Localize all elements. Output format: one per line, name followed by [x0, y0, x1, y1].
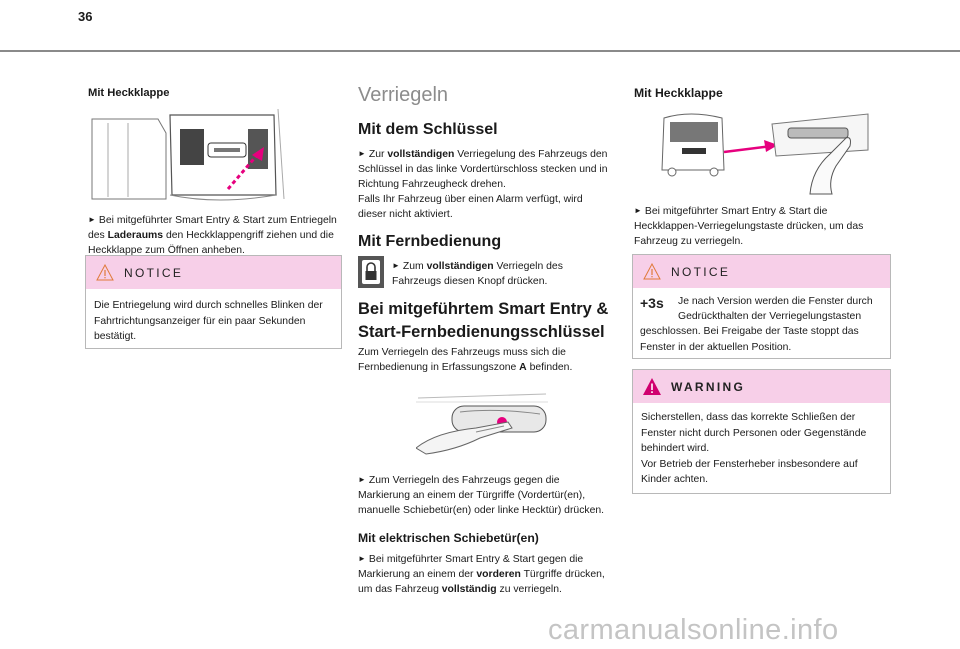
- tailgate-button-illustration: [660, 110, 870, 195]
- arrow-marker: ►: [358, 149, 366, 158]
- door-handle-illustration: [416, 392, 550, 456]
- notice-text-line1: Je nach Version werden die Fenster durch: [678, 296, 873, 307]
- notice-text-line2: Gedrückthalten der Verriegelungstasten: [678, 311, 862, 322]
- warning-paragraph: Vor Betrieb der Fensterheber insbesonder…: [641, 458, 858, 486]
- text-fragment: Bei mitgeführter Smart Entry & Start die…: [634, 206, 864, 247]
- text-bold: A: [519, 362, 527, 373]
- text-bold: Laderaums: [107, 230, 164, 241]
- text-fragment: Bei mitgeführter Smart Entry & Start zum…: [88, 215, 337, 241]
- remote-instruction: ►Zum vollständigen Verriegeln des Fahrze…: [392, 258, 607, 289]
- text-bold: vorderen: [476, 569, 521, 580]
- heading-line: Bei mitgeführtem Smart Entry &: [358, 300, 609, 318]
- key-instruction: ►Zur vollständigen Verriegelung des Fahr…: [358, 146, 610, 222]
- notice-header: NOTICE: [633, 255, 890, 288]
- arrow-marker: ►: [88, 215, 96, 224]
- key-note: Falls Ihr Fahrzeug über einen Alarm verf…: [358, 194, 583, 220]
- section-title-lock: Verriegeln: [358, 84, 449, 106]
- three-seconds-icon: +3s: [640, 295, 664, 311]
- notice-title: NOTICE: [671, 265, 731, 279]
- notice-box-left: NOTICE Die Entriegelung wird durch schne…: [85, 255, 342, 349]
- text-fragment: befinden.: [526, 362, 573, 373]
- notice-triangle-icon: [96, 264, 114, 281]
- header-rule: [0, 50, 960, 52]
- lock-button-icon: [358, 256, 384, 288]
- text-fragment: den Heckklappengriff ziehen und die Heck…: [88, 230, 334, 256]
- text-fragment: Bei mitgeführter Smart Entry & Start geg…: [358, 554, 584, 580]
- notice-text: Die Entriegelung wird durch schnelles Bl…: [94, 300, 323, 342]
- instruction-tailgate: ►Bei mitgeführter Smart Entry & Start zu…: [88, 212, 338, 258]
- text-fragment: Verriegeln des Fahrzeugs diesen Knopf dr…: [392, 261, 563, 287]
- warning-title: WARNING: [671, 380, 746, 394]
- notice-text-rest: geschlossen. Bei Freigabe der Taste stop…: [640, 326, 859, 353]
- text-bold: vollständigen: [387, 149, 455, 160]
- arrow-marker: ►: [634, 206, 642, 215]
- heading-smart-entry: Bei mitgeführtem Smart Entry & Start-Fer…: [358, 298, 608, 344]
- notice-triangle-icon: [643, 263, 661, 280]
- sliding-instruction: ►Bei mitgeführter Smart Entry & Start ge…: [358, 551, 613, 597]
- warning-header: WARNING: [633, 370, 890, 403]
- text-bold: vollständig: [441, 584, 497, 595]
- smart-instruction: ►Zum Verriegeln des Fahrzeugs gegen die …: [358, 472, 613, 518]
- footer-watermark: carmanualsonline.info: [548, 614, 839, 646]
- tailgate-lock-instruction: ►Bei mitgeführter Smart Entry & Start di…: [634, 203, 879, 249]
- section-heading-tailgate-lock: Mit Heckklappe: [634, 86, 723, 100]
- warning-text: Sicherstellen, dass das korrekte Schließ…: [641, 410, 881, 488]
- page-number: 36: [78, 9, 93, 24]
- tailgate-illustration: [88, 109, 288, 205]
- arrow-marker: ►: [358, 475, 366, 484]
- text-fragment: Zum Verriegeln des Fahrzeugs gegen die M…: [358, 475, 605, 516]
- text-fragment: Zum Verriegeln des Fahrzeugs muss sich d…: [358, 347, 566, 373]
- smart-intro: Zum Verriegeln des Fahrzeugs muss sich d…: [358, 345, 608, 375]
- heading-line: Start-Fernbedienungsschlüssel: [358, 323, 605, 341]
- warning-triangle-icon: [643, 378, 661, 395]
- text-fragment: Türgriffe drücken, um das Fahrzeug: [358, 569, 605, 595]
- text-fragment: Zur: [368, 149, 388, 160]
- section-heading-tailgate: Mit Heckklappe: [88, 87, 170, 99]
- text-fragment: Verriegelung des Fahrzeugs den Schlüssel…: [358, 149, 608, 190]
- arrow-marker: ►: [358, 554, 366, 563]
- warning-box: WARNING Sicherstellen, dass das korrekte…: [632, 369, 891, 494]
- text-bold: vollständigen: [426, 261, 494, 272]
- heading-sliding-doors: Mit elektrischen Schiebetür(en): [358, 531, 539, 545]
- notice-title: NOTICE: [124, 266, 184, 280]
- heading-remote: Mit Fernbedienung: [358, 233, 502, 250]
- notice-header: NOTICE: [86, 256, 341, 289]
- notice-box-right: NOTICE +3s Je nach Version werden die Fe…: [632, 254, 891, 359]
- text-fragment: Zum: [402, 261, 427, 272]
- arrow-marker: ►: [392, 261, 400, 270]
- heading-key: Mit dem Schlüssel: [358, 121, 498, 138]
- text-fragment: zu verriegeln.: [496, 584, 562, 595]
- warning-paragraph: Sicherstellen, dass das korrekte Schließ…: [641, 412, 867, 454]
